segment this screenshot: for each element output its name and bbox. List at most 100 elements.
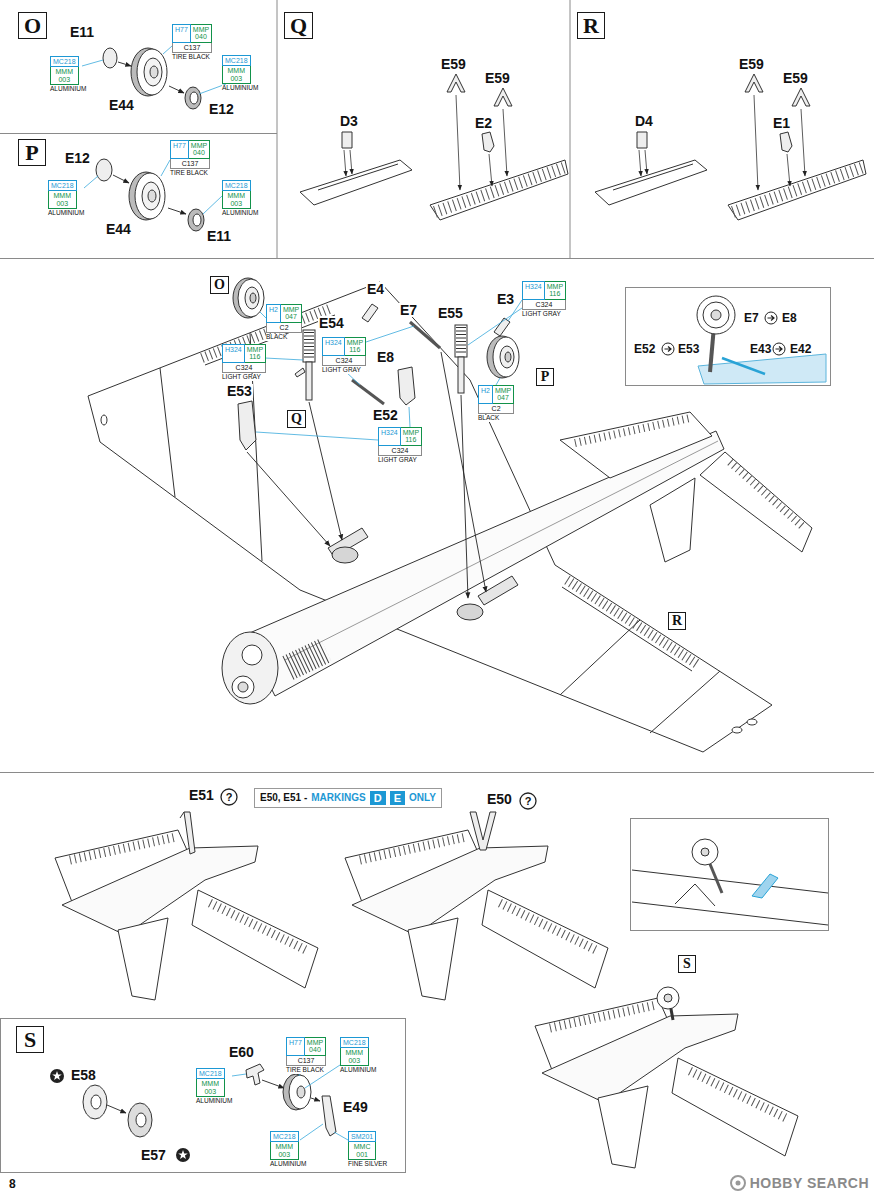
paint-code: MMM 003	[48, 191, 77, 209]
part-number: E58	[70, 1068, 97, 1082]
assembly-arrow	[309, 402, 342, 540]
paint-code-row: H324MMP 116	[322, 337, 366, 356]
part-number: E49	[342, 1100, 369, 1114]
paint-code: MMP 047	[493, 385, 514, 404]
wing-section	[595, 132, 707, 205]
paint-code: H2	[478, 385, 493, 404]
part-number: E7	[399, 303, 418, 317]
wheel-parts	[190, 92, 198, 104]
paint-leader	[256, 432, 378, 440]
landing-gear-parts	[233, 278, 263, 318]
paint-leader	[468, 308, 522, 345]
paint-code-row: H77MMP 040	[172, 24, 212, 43]
assembly-arrow	[168, 208, 186, 214]
paint-code: MC218	[270, 1131, 299, 1142]
paint-code: MC218	[222, 180, 251, 191]
paint-code-table: H2MMP 047C2	[266, 304, 302, 333]
part-number: E52	[633, 343, 656, 355]
tail-wheel-parts	[664, 994, 672, 1002]
step-letter: R	[672, 613, 682, 629]
symbol	[50, 312, 785, 1190]
tail-view	[55, 830, 318, 1000]
paint-code: H324	[378, 427, 401, 446]
assembly-arrow	[169, 86, 184, 93]
part-number: D4	[634, 114, 654, 128]
panel-border	[0, 772, 874, 773]
markings-text: MARKINGS	[311, 792, 365, 804]
paint-callout: H77MMP 040C137TIRE BLACK	[170, 140, 210, 177]
wheel-parts	[144, 58, 162, 86]
aircraft-underside	[101, 415, 107, 425]
landing-gear-parts	[494, 318, 510, 336]
paint-callout: MC218MMM 003ALUMINIUM	[222, 180, 258, 217]
aircraft-underside	[238, 682, 248, 692]
detail-inset	[703, 302, 729, 328]
paint-name: ALUMINIUM	[340, 1067, 376, 1074]
paint-code: C2	[266, 323, 302, 333]
paint-code: MMM 003	[340, 1048, 369, 1066]
aircraft-underside	[747, 719, 757, 725]
tail-view	[55, 830, 798, 1168]
paint-code: MMP 116	[401, 427, 422, 446]
step-letter: O	[24, 13, 41, 38]
paint-code-table: MC218MMM 003	[340, 1037, 369, 1066]
markings-text: E50, E51 -	[260, 792, 307, 804]
part-number: E53	[677, 343, 700, 355]
detail-inset	[711, 310, 721, 320]
paint-leader	[334, 1132, 348, 1140]
part-number: E59	[440, 57, 467, 71]
detail-inset	[752, 874, 778, 898]
paint-name: BLACK	[266, 334, 302, 341]
paint-code: H324	[522, 281, 545, 300]
part-number: E52	[372, 408, 399, 422]
aircraft-underside	[245, 431, 724, 696]
paint-callout: MC218MMM 003ALUMINIUM	[196, 1068, 232, 1105]
paint-code: MMC 001	[348, 1142, 376, 1160]
paint-code-table: MC218MMM 003	[222, 180, 251, 209]
part-number: E51	[188, 788, 215, 802]
part-number: E59	[782, 71, 809, 85]
paint-code: MMM 003	[270, 1142, 299, 1160]
paint-name: ALUMINIUM	[222, 210, 258, 217]
paint-code: MC218	[340, 1037, 369, 1048]
paint-code: H2	[266, 304, 281, 323]
paint-leader	[366, 326, 414, 342]
paint-code-table: H77MMP 040C137	[170, 140, 210, 169]
part-number: E11	[206, 229, 232, 243]
paint-code: MC218	[50, 56, 79, 67]
paint-callout: H324MMP 116C324LIGHT GRAY	[222, 344, 266, 381]
wheel-parts	[185, 87, 201, 109]
symbol	[662, 343, 674, 355]
part-number: E44	[108, 98, 135, 112]
paint-leader	[203, 196, 222, 214]
paint-code: MMP 040	[191, 24, 212, 43]
tail-wheel-parts	[91, 1095, 101, 1109]
part-number: E53	[226, 384, 253, 398]
aircraft-underside	[232, 676, 254, 698]
step-letter: S	[682, 956, 692, 972]
part-number: E50	[486, 792, 513, 806]
paint-name: TIRE BLACK	[170, 170, 210, 177]
aircraft-underside	[575, 418, 690, 443]
paint-code: MMM 003	[222, 66, 251, 84]
landing-gear-parts	[352, 380, 384, 404]
paint-code-row: H2MMP 047	[478, 385, 514, 404]
paint-callout: MC218MMM 003ALUMINIUM	[340, 1037, 376, 1074]
part-number: E59	[484, 71, 511, 85]
landing-gear-parts	[306, 362, 312, 400]
paint-name: ALUMINIUM	[48, 210, 84, 217]
paint-leader	[346, 372, 360, 385]
paint-code-row: H77MMP 040	[286, 1037, 326, 1056]
tail-wheel-parts	[83, 812, 679, 1137]
tail-wheel-parts	[180, 812, 195, 854]
paint-name: LIGHT GRAY	[222, 374, 266, 381]
paint-leader	[161, 160, 170, 176]
paint-code-table: MC218MMM 003	[196, 1068, 225, 1097]
panel-border	[626, 288, 831, 386]
paint-code: C324	[522, 300, 566, 310]
paint-leader	[232, 1074, 246, 1076]
step-letter: R	[583, 13, 599, 38]
step-box: O	[18, 12, 47, 39]
